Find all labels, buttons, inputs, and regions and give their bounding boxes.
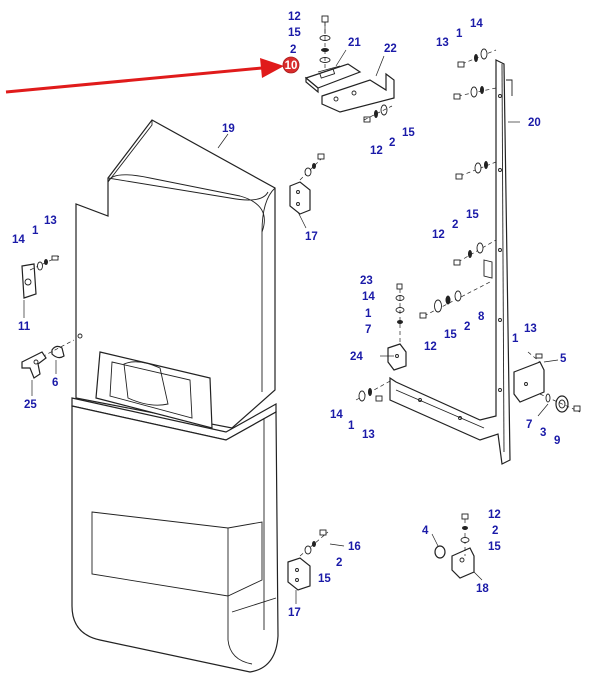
label-1: 1: [512, 333, 519, 345]
label-7: 7: [526, 419, 532, 431]
label-15: 15: [288, 27, 301, 39]
top-bolt-stack: [319, 15, 331, 72]
bracket-18: [451, 513, 475, 579]
bracket-5: [513, 351, 545, 403]
label-25: 25: [24, 399, 37, 411]
label-15: 15: [488, 541, 501, 553]
label-3: 3: [540, 427, 546, 439]
label-7: 7: [365, 324, 371, 336]
highlight-label: 10: [285, 60, 298, 72]
label-13: 13: [524, 323, 537, 335]
knob-6: [35, 339, 75, 361]
label-1: 1: [348, 420, 355, 432]
label-4: 4: [422, 525, 429, 537]
label-23: 23: [360, 275, 373, 287]
label-22: 22: [384, 43, 397, 55]
label-21: 21: [348, 37, 361, 49]
label-5: 5: [560, 353, 567, 365]
part-labels: 12 15 2 21 22 15 12 2 13 1 14 20 19 17 1…: [12, 11, 567, 619]
bracket-22-bolts: [363, 104, 393, 123]
label-1: 1: [456, 28, 463, 40]
label-2: 2: [389, 137, 395, 149]
label-2: 2: [464, 321, 470, 333]
bracket-24: [387, 343, 407, 371]
label-15: 15: [466, 209, 479, 221]
frame-20: [389, 59, 513, 465]
label-2: 2: [452, 219, 458, 231]
label-12: 12: [488, 509, 501, 521]
label-13: 13: [44, 215, 57, 227]
label-12: 12: [288, 11, 301, 23]
label-15: 15: [402, 127, 415, 139]
label-17: 17: [305, 231, 318, 243]
center-right-fasteners: [419, 281, 491, 319]
label-15: 15: [444, 329, 457, 341]
roller-3: [539, 393, 581, 413]
label-8: 8: [478, 311, 485, 323]
label-20: 20: [528, 117, 541, 129]
handle-25: [21, 351, 47, 379]
label-2: 2: [336, 557, 342, 569]
label-1: 1: [32, 225, 39, 237]
label-16: 16: [348, 541, 361, 553]
highlight-arrow: [5, 58, 284, 94]
label-14: 14: [330, 409, 343, 421]
highlight-marker: 10: [282, 56, 300, 74]
latch-11: [21, 255, 61, 299]
label-15: 15: [318, 573, 331, 585]
label-6: 6: [52, 377, 58, 389]
label-11: 11: [18, 321, 31, 333]
label-9: 9: [554, 435, 560, 447]
frame-fasteners: [453, 48, 497, 266]
bracket-21: [304, 63, 362, 94]
hinge-top-17: [289, 153, 325, 215]
label-13: 13: [362, 429, 375, 441]
label-12: 12: [370, 145, 383, 157]
bracket-22: [321, 72, 395, 113]
label-14: 14: [362, 291, 375, 303]
label-24: 24: [350, 351, 363, 363]
label-19: 19: [222, 123, 235, 135]
label-14: 14: [470, 18, 483, 30]
label-18: 18: [476, 583, 489, 595]
label-12: 12: [424, 341, 437, 353]
leader-lines: [23, 49, 559, 604]
label-2: 2: [492, 525, 498, 537]
lower-center-fasteners: [355, 379, 393, 402]
label-14: 14: [12, 234, 25, 246]
cap-4: [434, 545, 446, 559]
panel-19: [71, 119, 279, 673]
label-1: 1: [365, 308, 372, 320]
label-2: 2: [290, 44, 296, 56]
label-17: 17: [288, 607, 301, 619]
hinge-bottom-17: [287, 529, 329, 591]
center-fastener-stack: [395, 283, 405, 350]
label-13: 13: [436, 37, 449, 49]
label-12: 12: [432, 229, 445, 241]
